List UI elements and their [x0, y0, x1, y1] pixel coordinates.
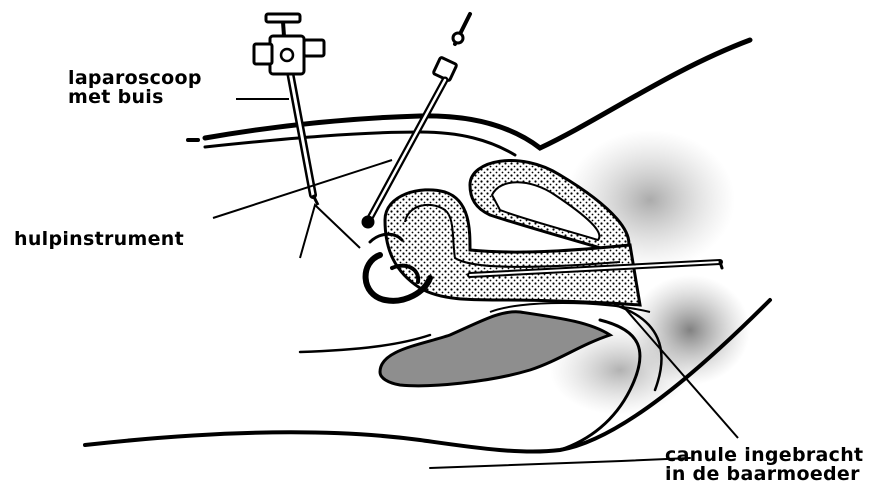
- label-auxiliary-instrument-text: hulpinstrument: [14, 230, 184, 249]
- label-cannula-line2: in de baarmoeder: [665, 465, 863, 484]
- label-cannula: canule ingebracht in de baarmoeder: [665, 446, 863, 484]
- leader-auxiliary-instrument: [213, 160, 392, 218]
- label-laparoscope: laparoscoop met buis: [68, 69, 202, 107]
- peritoneum-line: [300, 205, 360, 258]
- label-auxiliary-instrument: hulpinstrument: [14, 230, 184, 249]
- label-laparoscope-line2: met buis: [68, 88, 202, 107]
- laparoscope: [254, 14, 324, 205]
